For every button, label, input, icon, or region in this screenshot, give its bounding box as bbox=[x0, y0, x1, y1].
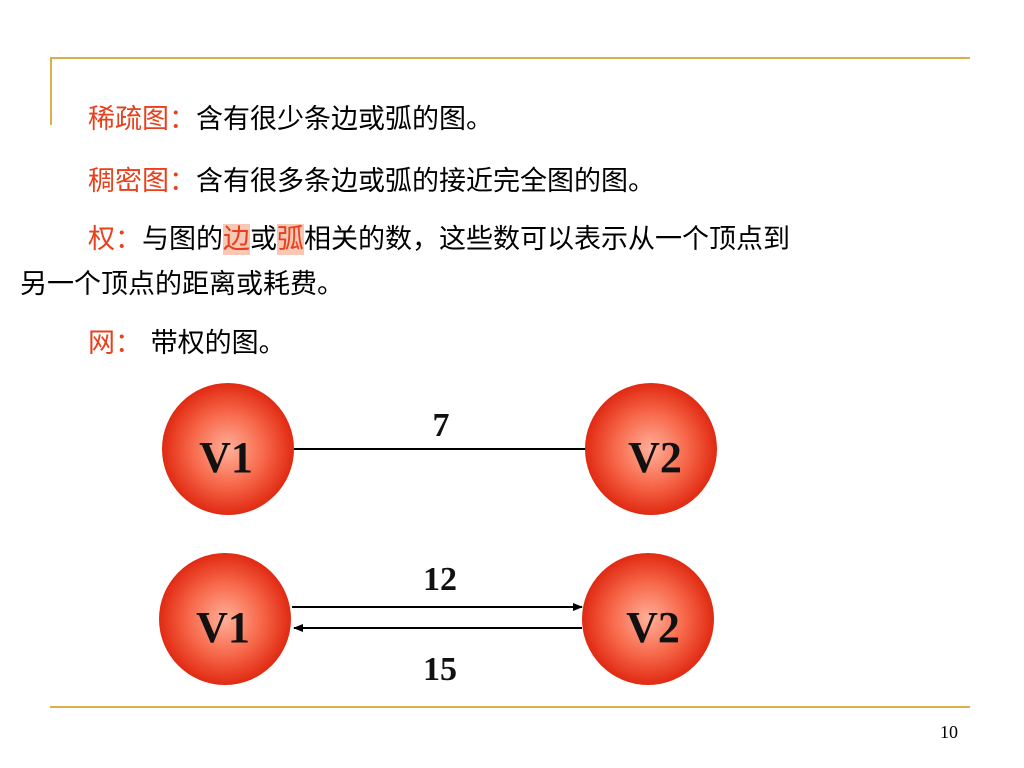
node-v1-bottom bbox=[159, 553, 291, 685]
arc-forward-weight-label: 12 bbox=[423, 561, 457, 598]
node-v1-top bbox=[162, 383, 294, 515]
text-weight-b: 或 bbox=[250, 224, 277, 255]
frame-top-line bbox=[50, 57, 970, 59]
frame-bottom-line bbox=[50, 706, 970, 708]
page-number: 10 bbox=[940, 722, 958, 742]
edge-weight-label: 7 bbox=[433, 407, 450, 444]
node-v2-top bbox=[585, 383, 717, 515]
term-dense-graph: 稠密图： bbox=[88, 166, 196, 197]
highlight-edge: 边 bbox=[223, 224, 250, 255]
definition-dense-graph: 稠密图：含有很多条边或弧的接近完全图的图。 bbox=[88, 162, 655, 202]
node-v1-top-label: V1 bbox=[199, 433, 253, 482]
arc-backward-weight-label: 15 bbox=[423, 651, 457, 688]
term-weight: 权： bbox=[88, 224, 142, 255]
node-v2-bottom-label: V2 bbox=[626, 603, 680, 652]
text-weight-d: 另一个顶点的距离或耗费。 bbox=[20, 269, 344, 300]
frame-left-line bbox=[50, 57, 52, 125]
definition-weight: 权：与图的边或弧相关的数，这些数可以表示从一个顶点到 bbox=[88, 220, 790, 260]
text-weight-c: 相关的数，这些数可以表示从一个顶点到 bbox=[304, 224, 790, 255]
node-v1-bottom-label: V1 bbox=[196, 603, 250, 652]
text-dense-graph: 含有很多条边或弧的接近完全图的图。 bbox=[196, 166, 655, 197]
definition-weight-continued: 另一个顶点的距离或耗费。 bbox=[20, 265, 344, 305]
node-v2-bottom bbox=[582, 553, 714, 685]
node-v2-top-label: V2 bbox=[628, 433, 682, 482]
definition-network: 网： 带权的图。 bbox=[88, 324, 286, 364]
text-network: 带权的图。 bbox=[142, 328, 286, 359]
text-weight-a: 与图的 bbox=[142, 224, 223, 255]
text-sparse-graph: 含有很少条边或弧的图。 bbox=[196, 104, 493, 135]
term-network: 网： bbox=[88, 328, 142, 359]
definition-sparse-graph: 稀疏图：含有很少条边或弧的图。 bbox=[88, 100, 493, 140]
highlight-arc: 弧 bbox=[277, 224, 304, 255]
term-sparse-graph: 稀疏图： bbox=[88, 104, 196, 135]
